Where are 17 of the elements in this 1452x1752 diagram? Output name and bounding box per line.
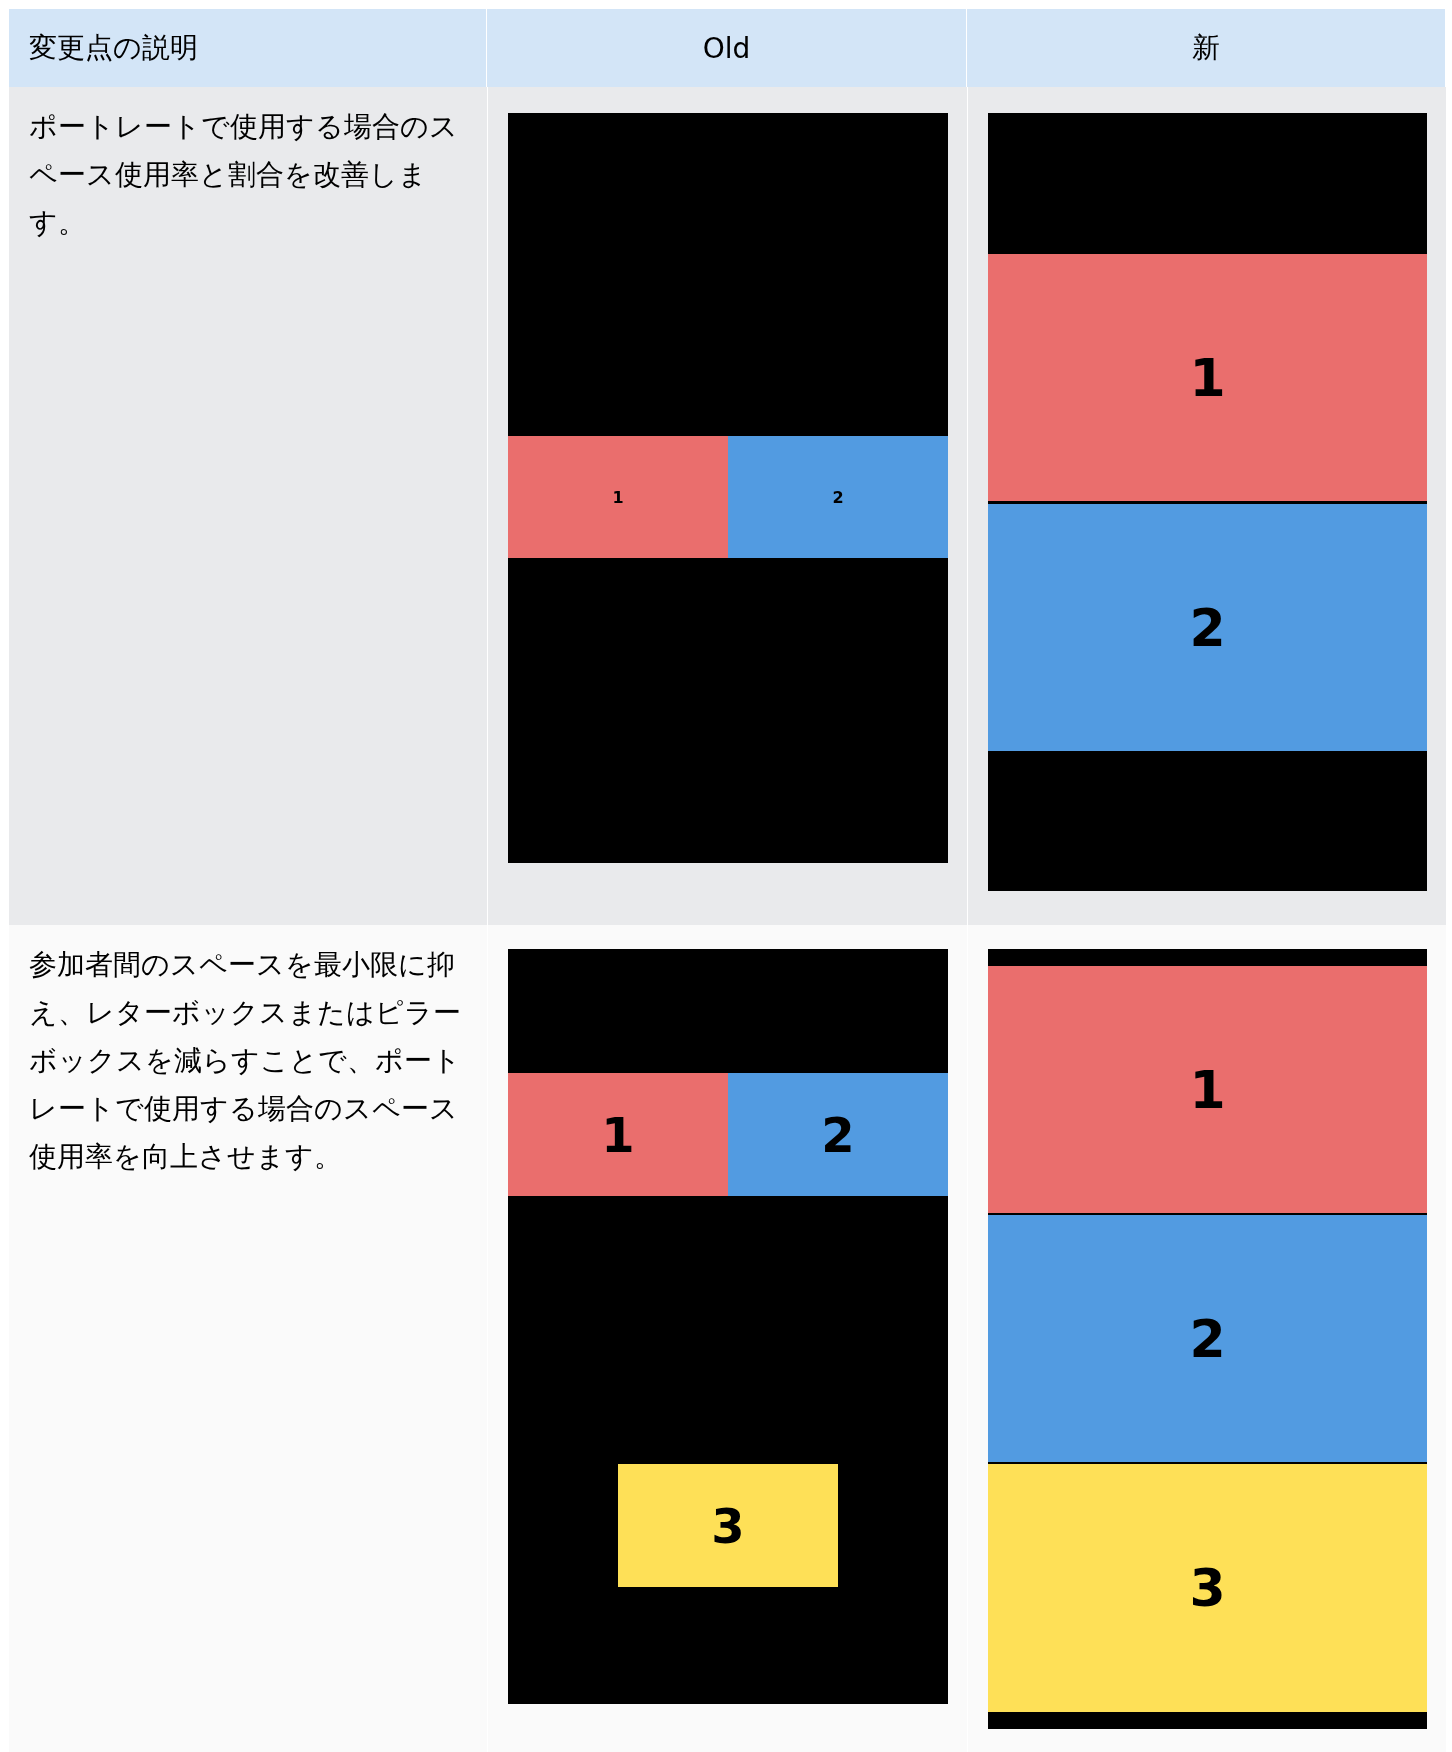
video-tile: 2 (728, 436, 948, 558)
video-tile: 1 (508, 436, 728, 558)
description-text: 参加者間のスペースを最小限に抑え、レターボックスまたはピラーボックスを減らすことで、ポートレートで使用する場合のスペース使用率を向上させます。 (9, 925, 487, 1752)
header-cell: 新 (967, 9, 1446, 87)
description-text: ポートレートで使用する場合のスペース使用率と割合を改善します。 (9, 87, 487, 925)
video-tile: 1 (988, 254, 1427, 501)
video-tile: 3 (618, 1464, 838, 1587)
header-cell: 変更点の説明 (9, 9, 487, 87)
video-tile: 1 (508, 1073, 728, 1196)
header-cell: Old (487, 9, 967, 87)
video-tile: 2 (988, 504, 1427, 751)
video-tile: 1 (988, 966, 1427, 1213)
screen-frame (508, 113, 948, 863)
video-tile: 2 (988, 1215, 1427, 1462)
video-tile: 3 (988, 1464, 1427, 1712)
screen-frame (508, 949, 948, 1704)
video-tile: 2 (728, 1073, 948, 1196)
